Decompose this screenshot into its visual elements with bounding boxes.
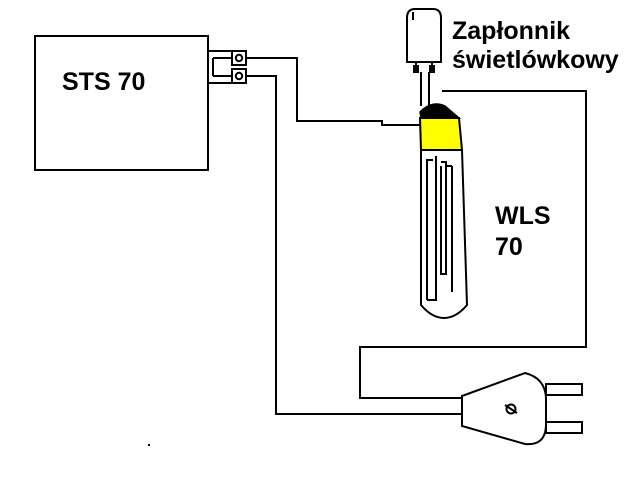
starter-body bbox=[406, 8, 442, 63]
stray-dot bbox=[148, 444, 150, 446]
starter-label-line2: świetlówkowy bbox=[452, 46, 619, 74]
lamp-tip bbox=[419, 103, 462, 119]
lamp-electrodes bbox=[426, 156, 453, 301]
lamp-tube bbox=[420, 149, 469, 320]
wire-ballast-to-lamp bbox=[246, 57, 424, 126]
plug-screw-slot bbox=[504, 404, 518, 414]
ballast-box bbox=[34, 35, 209, 171]
plug-screw bbox=[505, 403, 517, 415]
starter-pin-left-tip bbox=[413, 65, 419, 73]
ballast-label: STS 70 bbox=[62, 68, 146, 96]
wire-lamp-to-plug bbox=[359, 90, 587, 399]
plug-pin-bottom bbox=[545, 421, 583, 434]
wire-ballast-to-plug bbox=[246, 75, 462, 415]
plug-pin-top bbox=[545, 383, 583, 396]
starter-label: Zapłonnik świetlówkowy bbox=[452, 17, 619, 75]
starter-label-line1: Zapłonnik bbox=[452, 17, 571, 45]
lamp-label-line1: WLS bbox=[495, 202, 551, 230]
lamp-label-line2: 70 bbox=[495, 233, 523, 261]
starter-pin-right-tip bbox=[429, 65, 435, 73]
ballast-terminals bbox=[207, 50, 247, 84]
plug-body bbox=[461, 371, 547, 446]
lamp-cap bbox=[418, 117, 464, 151]
lamp-label: WLS 70 bbox=[495, 201, 551, 263]
